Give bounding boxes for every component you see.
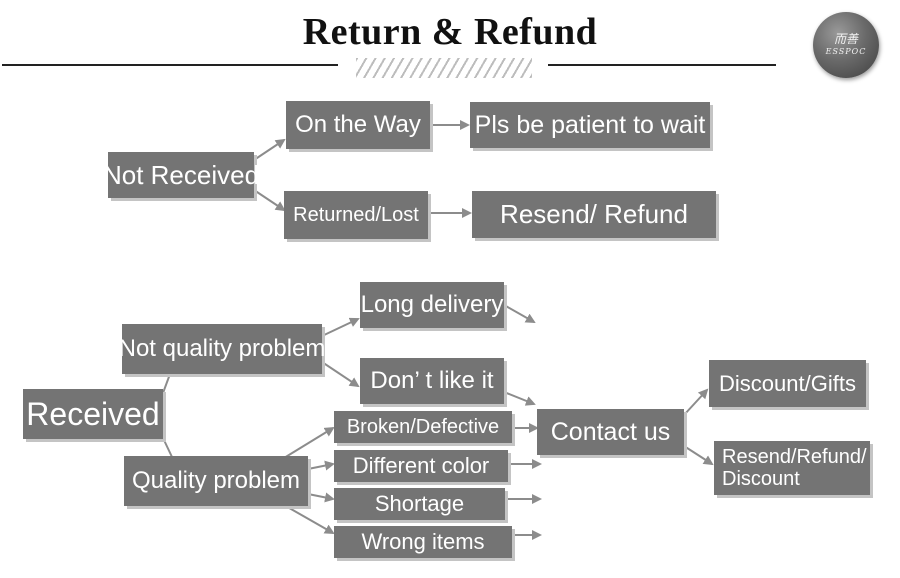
arrow-not-quality-to-dont-like	[321, 361, 360, 388]
connector-received-to-not-quality	[162, 373, 171, 394]
node-returned-lost: Returned/Lost	[284, 191, 428, 239]
connector-received-to-quality	[162, 437, 173, 458]
node-not-received: Not Received	[103, 152, 259, 198]
node-not-quality-problem: Not quality problem	[119, 324, 325, 374]
arrow-not-quality-to-long-delivery	[321, 317, 360, 337]
node-resend-refund: Resend/ Refund	[472, 191, 716, 238]
node-wrong-items: Wrong items	[334, 526, 512, 558]
arrow-not-received-to-on-the-way	[253, 138, 286, 161]
title-left-rule	[2, 64, 338, 66]
node-contact-us: Contact us	[537, 409, 684, 455]
arrow-not-received-to-returned-lost	[253, 189, 286, 212]
title-right-rule	[548, 64, 776, 66]
node-long-delivery: Long delivery	[360, 282, 504, 328]
page-title: Return & Refund	[302, 11, 598, 53]
arrow-long-delivery-out	[503, 304, 536, 323]
node-discount-gifts: Discount/Gifts	[709, 360, 866, 407]
arrow-quality-to-broken	[283, 426, 335, 459]
arrow-contact-to-discount	[683, 388, 709, 416]
node-dont-like-it: Don’ t like it	[360, 358, 504, 404]
node-be-patient: Pls be patient to wait	[470, 102, 710, 148]
node-quality-problem: Quality problem	[124, 456, 308, 506]
arrow-quality-to-shortage	[307, 492, 335, 503]
logo-text-latin: ESSPOC	[825, 47, 867, 56]
esspoc-logo: 而善 ESSPOC	[813, 12, 879, 78]
arrow-quality-to-wrong	[283, 504, 335, 534]
node-shortage: Shortage	[334, 488, 505, 520]
node-different-color: Different color	[334, 450, 508, 482]
arrow-dont-like-to-contact	[503, 391, 536, 406]
title-hatch-decoration	[356, 58, 532, 78]
node-received: Received	[23, 389, 163, 439]
arrow-contact-to-resend	[683, 445, 714, 466]
arrow-quality-to-color	[307, 460, 335, 471]
node-resend-refund-discount: Resend/Refund/ Discount	[714, 441, 870, 495]
node-broken-defective: Broken/Defective	[334, 411, 512, 443]
node-on-the-way: On the Way	[286, 101, 430, 149]
logo-text-chinese: 而善	[833, 32, 858, 46]
